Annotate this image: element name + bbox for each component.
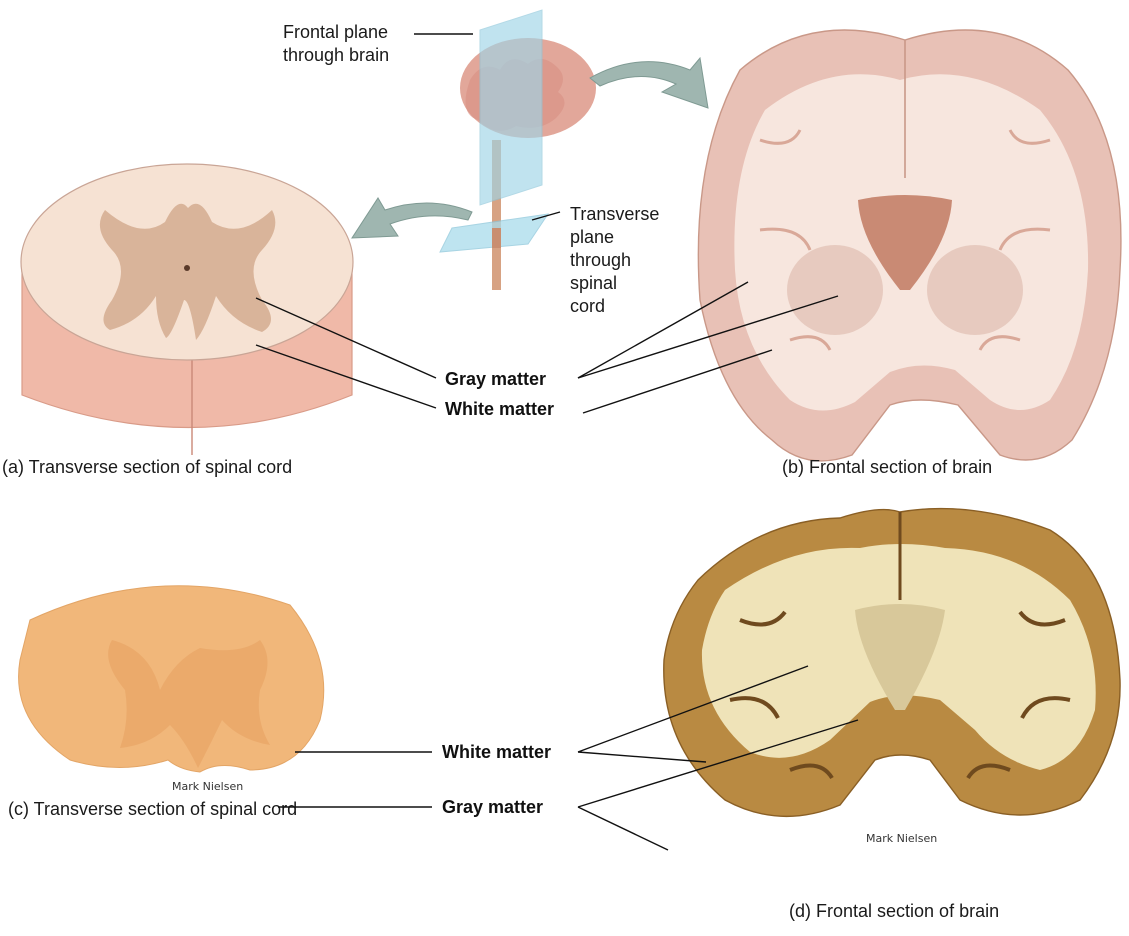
spinal-cord-illustration bbox=[21, 164, 353, 455]
caption-d: (d) Frontal section of brain bbox=[789, 901, 999, 921]
frontal-plane bbox=[480, 10, 542, 205]
spinal-cord-photo bbox=[19, 586, 324, 772]
transverse-label-line2: plane bbox=[570, 227, 614, 247]
panel-d-white-matter-label: White matter bbox=[442, 742, 551, 762]
panel-c-credit: Mark Nielsen bbox=[172, 780, 243, 793]
spinal-cord-cut bbox=[492, 228, 501, 248]
frontal-plane-label-line2: through brain bbox=[283, 45, 389, 65]
panel-d-credit: Mark Nielsen bbox=[866, 832, 937, 845]
panel-a-gray-matter-label: Gray matter bbox=[445, 369, 546, 389]
frontal-plane-label-line1: Frontal plane bbox=[283, 22, 388, 42]
transverse-label-line1: Transverse bbox=[570, 204, 659, 224]
brain-section-illustration bbox=[698, 30, 1121, 461]
brain-photo bbox=[664, 509, 1120, 817]
caption-b: (b) Frontal section of brain bbox=[782, 457, 992, 477]
caption-c: (c) Transverse section of spinal cord bbox=[8, 799, 297, 819]
transverse-label-line4: spinal bbox=[570, 273, 617, 293]
orientation-illustration bbox=[440, 10, 596, 290]
transverse-label-line3: through bbox=[570, 250, 631, 270]
panel-a-white-matter-label: White matter bbox=[445, 399, 554, 419]
arrow-to-brain-section-icon bbox=[590, 58, 708, 108]
central-canal bbox=[184, 265, 190, 271]
caption-a: (a) Transverse section of spinal cord bbox=[2, 457, 292, 477]
panel-d-gray-leader-2 bbox=[578, 807, 668, 850]
basal-nuclei-right bbox=[927, 245, 1023, 335]
transverse-label-line5: cord bbox=[570, 296, 605, 316]
basal-nuclei-left bbox=[787, 245, 883, 335]
panel-d-gray-matter-label: Gray matter bbox=[442, 797, 543, 817]
